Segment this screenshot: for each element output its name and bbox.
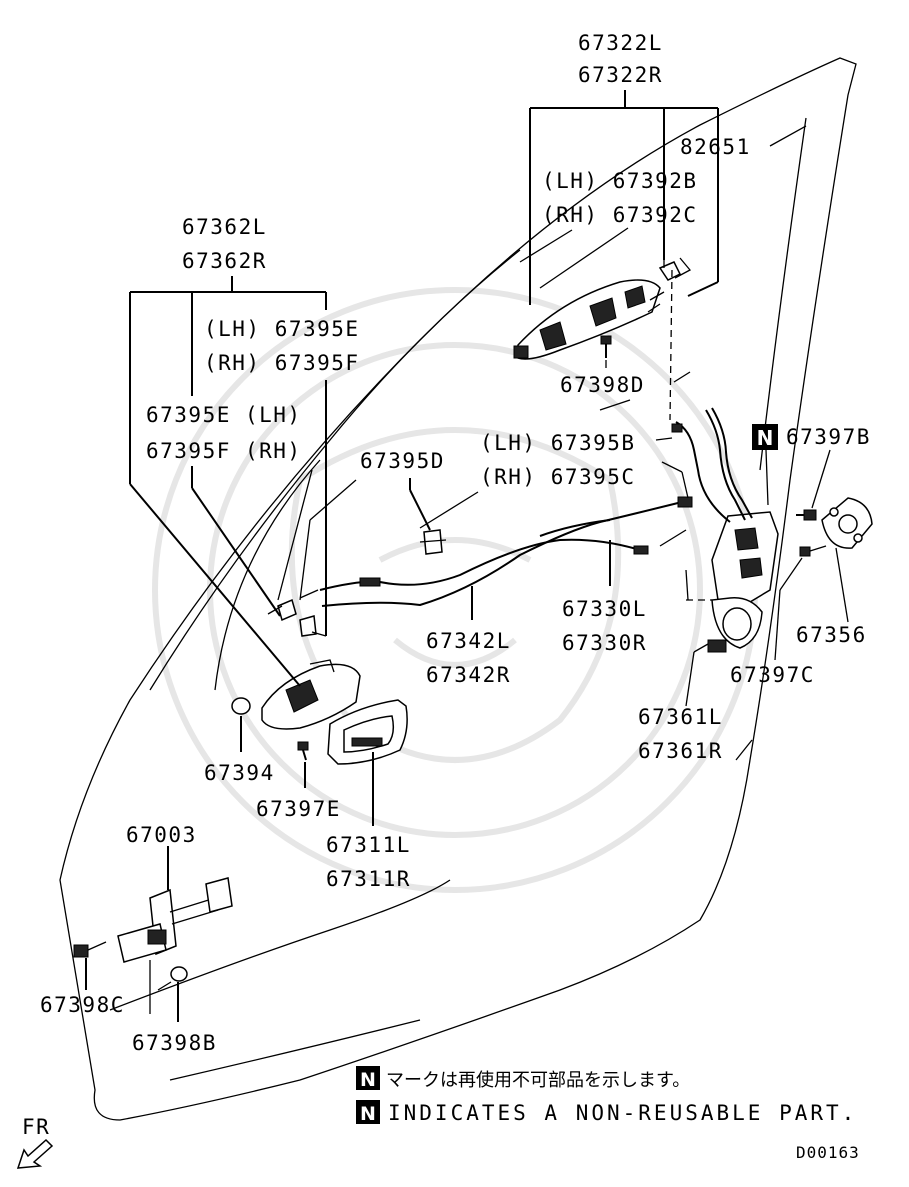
diagram-code: D00163	[796, 1143, 860, 1162]
label-67392B: (LH) 67392B	[542, 169, 698, 193]
bolt-67398C	[73, 941, 107, 958]
door-check	[117, 877, 233, 963]
label-82651: 82651	[680, 135, 751, 159]
label-67362L: 67362L	[182, 215, 267, 239]
watermark	[152, 287, 758, 893]
door-latch	[707, 511, 779, 653]
label-67003: 67003	[126, 823, 197, 847]
cable-ends-left	[267, 589, 319, 637]
label-67395E-lh-top: (LH) 67395E	[204, 317, 360, 341]
label-67342R: 67342R	[426, 663, 511, 687]
bolt-67398B	[157, 966, 188, 991]
label-67361L: 67361L	[638, 705, 723, 729]
label-67330R: 67330R	[562, 631, 647, 655]
lock-rods	[671, 407, 753, 523]
bolt-67398D	[600, 335, 612, 358]
label-67397E: 67397E	[256, 797, 341, 821]
label-67397C: 67397C	[730, 663, 815, 687]
label-67395F-rh-mid: 67395F (RH)	[146, 439, 302, 463]
front-direction: FR	[16, 1115, 54, 1169]
label-67395E-lh-mid: 67395E (LH)	[146, 403, 302, 427]
part-labels: 67322L 67322R 82651 (LH) 67392B (RH) 673…	[40, 31, 871, 1055]
label-67395D: 67395D	[360, 449, 445, 473]
cap-67394	[231, 697, 251, 715]
note-badge-en: N	[360, 1103, 376, 1125]
label-67322R: 67322R	[578, 63, 663, 87]
cables	[319, 496, 693, 607]
legend-notes: N マークは再使用不可部品を示します。 N INDICATES A NON-RE…	[356, 1066, 857, 1125]
label-67356: 67356	[796, 623, 867, 647]
label-67361R: 67361R	[638, 739, 723, 763]
clip-67395D	[419, 529, 447, 555]
front-arrow-icon	[16, 1138, 54, 1169]
label-67362R: 67362R	[182, 249, 267, 273]
label-67395F-rh-top: (RH) 67395F	[204, 351, 360, 375]
front-label: FR	[22, 1115, 50, 1139]
screw-67397E	[297, 741, 309, 761]
label-67398B: 67398B	[132, 1031, 217, 1055]
leader-lines	[85, 90, 849, 1022]
note-badge-jp: N	[360, 1069, 376, 1091]
label-67311R: 67311R	[326, 867, 411, 891]
screw-67397C	[799, 545, 827, 557]
screw-67397B	[796, 509, 817, 521]
label-67398D: 67398D	[560, 373, 645, 397]
badge-letter: N	[757, 426, 774, 450]
label-67311L: 67311L	[326, 833, 411, 857]
handle-cap	[647, 257, 692, 313]
note-jp: マークは再使用不可部品を示します。	[386, 1070, 690, 1091]
label-67395C: (RH) 67395C	[480, 465, 636, 489]
label-67322L: 67322L	[578, 31, 663, 55]
inside-handle	[261, 659, 361, 730]
label-67397B: 67397B	[786, 425, 871, 449]
label-67394: 67394	[204, 761, 275, 785]
label-67398C: 67398C	[40, 993, 125, 1017]
non-reusable-badge-67397B: N	[752, 424, 778, 450]
label-67342L: 67342L	[426, 629, 511, 653]
label-67395B: (LH) 67395B	[480, 431, 636, 455]
bezel-67311	[327, 699, 408, 765]
striker-67356	[821, 497, 873, 549]
label-67330L: 67330L	[562, 597, 647, 621]
outside-handle	[513, 279, 661, 360]
note-en: INDICATES A NON-REUSABLE PART.	[388, 1101, 857, 1125]
label-67392C: (RH) 67392C	[542, 203, 698, 227]
